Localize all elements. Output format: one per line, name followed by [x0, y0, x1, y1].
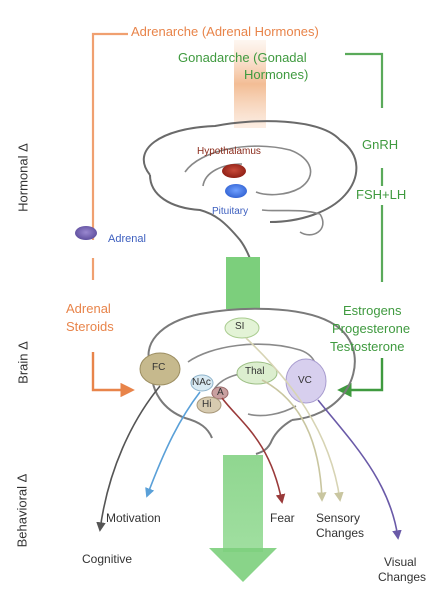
sensory-arrow-1 — [261, 379, 327, 502]
a-label: A — [217, 387, 224, 398]
fear-arrow — [221, 397, 286, 504]
cognitive-arrow — [96, 385, 161, 532]
adrenarche-label: Adrenarche (Adrenal Hormones) — [131, 24, 319, 39]
visual-label-line1: Visual — [384, 555, 417, 569]
thal-label: Thal — [245, 366, 265, 377]
gonadarche-label-line2: Hormones) — [244, 67, 309, 82]
progesterone-label: Progesterone — [332, 321, 411, 336]
adrenal-shape — [75, 226, 97, 240]
motivation-arrow — [145, 391, 201, 498]
pituitary-label: Pituitary — [212, 206, 249, 217]
si-region — [224, 317, 260, 339]
sensory-arrow-2 — [245, 337, 344, 502]
hormonal-side-label: Hormonal Δ — [15, 143, 31, 212]
fc-label: FC — [152, 362, 166, 373]
gnrh-label: GnRH — [362, 137, 399, 152]
sensory-label-line2: Changes — [316, 526, 365, 540]
motivation-label: Motivation — [106, 511, 161, 525]
visual-arrow — [317, 399, 402, 540]
fear-label: Fear — [270, 511, 295, 525]
green-bracket — [345, 52, 384, 108]
big-arrow-shaft — [223, 455, 263, 552]
adrenal-label: Adrenal — [108, 233, 146, 245]
green-arrow-to-vc — [337, 358, 384, 398]
fsh-lh-label: FSH+LH — [356, 187, 407, 202]
hypothalamus-label: Hypothalamus — [197, 146, 261, 157]
a-region — [211, 386, 229, 400]
behavioral-side-label: Behavioral Δ — [14, 473, 30, 548]
gonadarche-label-line1: Gonadarche (Gonadal — [178, 50, 307, 65]
nacc-region — [190, 374, 214, 392]
upper-brain-outline — [142, 120, 358, 263]
adrenal-steroids-label-line2: Steroids — [66, 319, 114, 334]
estrogens-label: Estrogens — [343, 303, 402, 318]
big-arrow-head — [209, 548, 277, 582]
brain-side-label: Brain Δ — [15, 341, 31, 384]
hypothalamus-shape — [222, 164, 246, 178]
orange-arrow-to-fc — [91, 352, 135, 398]
nacc-label: NAc — [192, 377, 211, 388]
testosterone-label: Testosterone — [330, 339, 405, 354]
thal-region — [236, 361, 278, 385]
vc-label: VC — [298, 375, 312, 386]
sensory-label-line1: Sensory — [316, 511, 361, 525]
hi-label: Hi — [202, 399, 212, 410]
adrenarche-gradient-bar — [234, 40, 266, 128]
orange-bracket — [91, 32, 128, 240]
visual-label-line2: Changes — [378, 570, 427, 584]
si-label: SI — [235, 321, 245, 332]
pituitary-shape — [225, 184, 247, 198]
green-hormone-bar — [226, 257, 260, 309]
hi-region — [196, 396, 222, 414]
adrenal-steroids-label-line1: Adrenal — [66, 301, 111, 316]
fc-region — [139, 352, 181, 386]
cognitive-label: Cognitive — [82, 552, 133, 566]
